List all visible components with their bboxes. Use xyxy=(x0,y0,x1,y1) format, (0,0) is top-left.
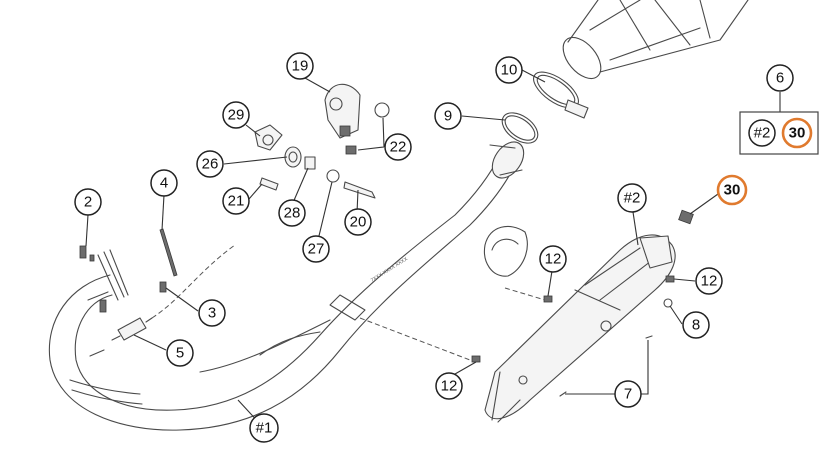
link-pipe xyxy=(562,0,749,80)
callout-19: 19 xyxy=(286,52,314,80)
svg-text:30: 30 xyxy=(789,125,806,142)
svg-text:27: 27 xyxy=(308,241,325,258)
callout-5: 5 xyxy=(166,339,194,367)
callout-20: 20 xyxy=(344,208,372,236)
svg-text:7: 7 xyxy=(624,386,632,403)
svg-text:12: 12 xyxy=(701,273,718,290)
callout-12-right: 12 xyxy=(695,267,723,295)
callout-22: 22 xyxy=(384,133,412,161)
callout-21: 21 xyxy=(222,187,250,215)
muffler xyxy=(484,234,676,423)
svg-text:2: 2 xyxy=(84,194,92,211)
svg-text:21: 21 xyxy=(228,193,245,210)
sleeve-28 xyxy=(304,156,316,170)
clip-bar xyxy=(159,228,178,293)
svg-text:10: 10 xyxy=(501,62,518,79)
mounting-bracket xyxy=(324,83,361,139)
fastener-12b xyxy=(665,275,675,283)
svg-text:#2: #2 xyxy=(624,190,641,207)
screw-21 xyxy=(259,177,279,191)
callout-26: 26 xyxy=(196,150,224,178)
svg-text:22: 22 xyxy=(390,139,407,156)
svg-text:#2: #2 xyxy=(754,125,771,142)
svg-text:28: 28 xyxy=(284,205,301,222)
svg-text:8: 8 xyxy=(692,317,700,334)
bolts-7 xyxy=(559,335,653,397)
leader-lines xyxy=(85,69,781,427)
bolt-20 xyxy=(343,181,376,199)
assembly-line-2 xyxy=(504,287,546,301)
callout-12-bottom: 12 xyxy=(435,372,463,400)
callout-28: 28 xyxy=(278,199,306,227)
flange-gaskets xyxy=(79,245,129,313)
callout-4: 4 xyxy=(150,169,178,197)
svg-text:9: 9 xyxy=(444,108,452,125)
nut-22 xyxy=(345,145,357,155)
part-30 xyxy=(678,209,694,225)
callout-2: 2 xyxy=(74,188,102,216)
svg-text:12: 12 xyxy=(441,378,458,395)
svg-text:26: 26 xyxy=(202,156,219,173)
callout-12-top: 12 xyxy=(539,245,567,273)
svg-text:3: 3 xyxy=(208,305,216,322)
callout-30-highlight: 30 xyxy=(716,174,748,206)
callout-muffler: #2 xyxy=(617,183,647,213)
svg-text:29: 29 xyxy=(228,107,245,124)
legend-item-muffler: #2 xyxy=(748,119,776,147)
callout-6: 6 xyxy=(766,64,794,92)
svg-text:19: 19 xyxy=(292,58,309,75)
clamp xyxy=(533,71,589,119)
damper-29 xyxy=(254,124,283,151)
pipe-stamp: 7XXX XXXX XXXX xyxy=(370,256,410,284)
svg-text:30: 30 xyxy=(724,182,741,199)
callout-10: 10 xyxy=(495,56,523,84)
svg-text:4: 4 xyxy=(160,175,168,192)
fastener-12c xyxy=(471,355,481,363)
svg-text:12: 12 xyxy=(545,251,562,268)
assembly-line-1 xyxy=(359,317,471,361)
heat-shield xyxy=(483,225,528,277)
svg-text:#1: #1 xyxy=(256,420,273,437)
washer-27 xyxy=(326,169,340,183)
screw-8 xyxy=(663,298,673,308)
callout-header: #1 xyxy=(249,413,279,443)
kit-legend-box: 6 #2 30 xyxy=(739,64,819,155)
callout-8: 8 xyxy=(682,311,710,339)
svg-text:5: 5 xyxy=(176,345,184,362)
rubber-ball xyxy=(374,102,390,118)
bushing-26 xyxy=(284,146,302,168)
gasket-ring xyxy=(501,112,539,144)
svg-text:20: 20 xyxy=(350,214,367,231)
callout-9: 9 xyxy=(434,102,462,130)
callout-7: 7 xyxy=(614,380,642,408)
callout-3: 3 xyxy=(198,299,226,327)
fastener-12a xyxy=(543,295,553,303)
legend-item-30: 30 xyxy=(781,117,813,149)
callout-29: 29 xyxy=(222,101,250,129)
svg-text:6: 6 xyxy=(776,70,784,87)
callout-27: 27 xyxy=(302,235,330,263)
lambda-sensor xyxy=(111,244,236,341)
